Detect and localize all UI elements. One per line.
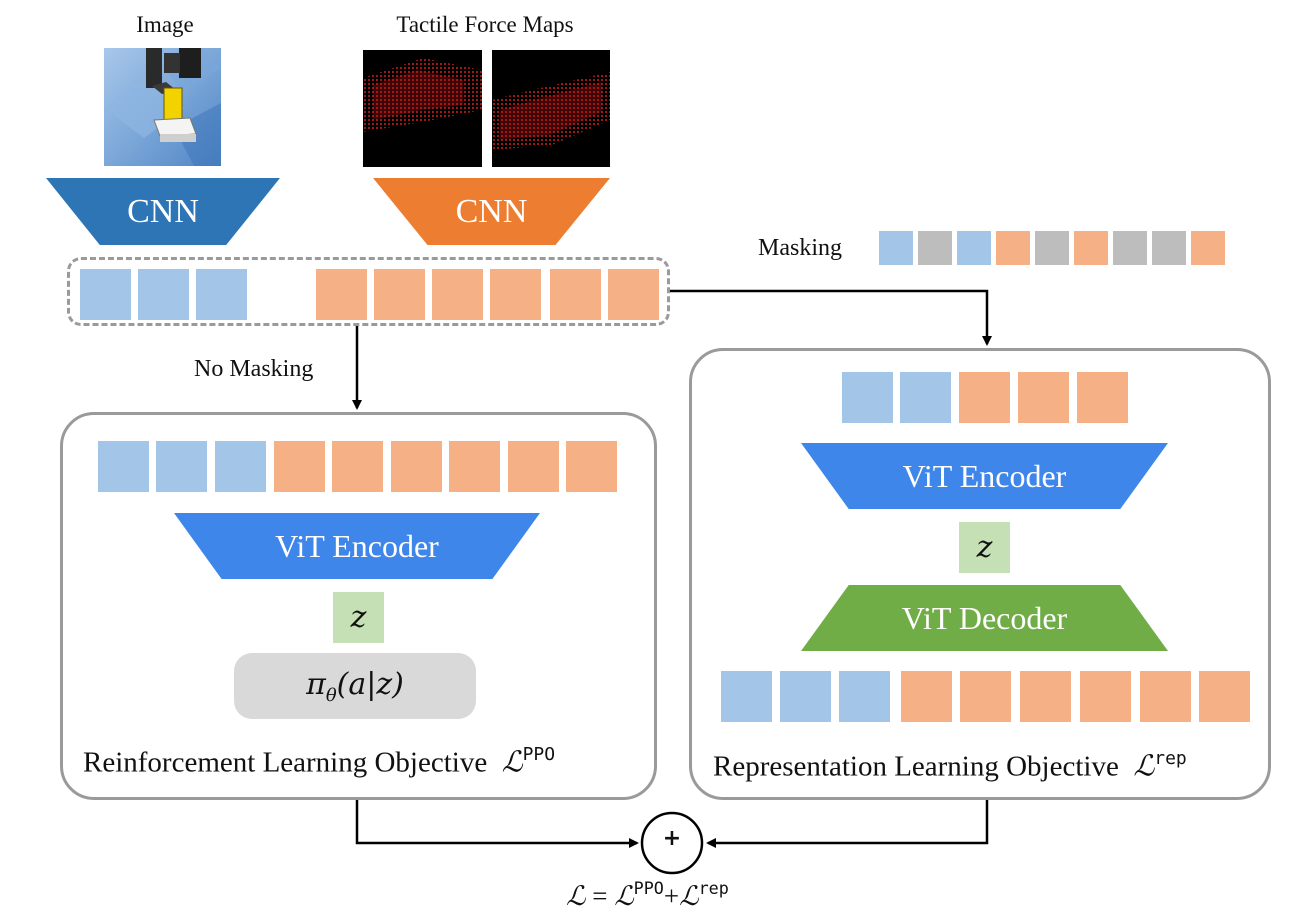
tactile-token xyxy=(1018,372,1069,423)
tactile-token xyxy=(959,372,1010,423)
tactile-token xyxy=(374,269,425,320)
mask-token-visible-image xyxy=(879,231,913,265)
tactile-token xyxy=(508,441,559,492)
tactile-token xyxy=(960,671,1011,722)
sum-node xyxy=(640,811,704,875)
rl-vit-encoder: ViT Encoder xyxy=(174,513,540,579)
tactile-token xyxy=(490,269,541,320)
tactile-map-left xyxy=(363,50,482,167)
policy-box: πθ(a|z) xyxy=(234,653,476,719)
tactile-token xyxy=(432,269,483,320)
robot-image xyxy=(104,48,221,166)
tactile-token xyxy=(1140,671,1191,722)
image-token xyxy=(842,372,893,423)
tactile-token xyxy=(1020,671,1071,722)
tactile-token xyxy=(608,269,659,320)
image-token xyxy=(900,372,951,423)
ppo-loss-symbol: ℒ xyxy=(501,744,523,779)
tactile-token xyxy=(449,441,500,492)
tactile-token xyxy=(332,441,383,492)
concatenated-tokens-group xyxy=(67,257,670,326)
image-title: Image xyxy=(136,12,194,37)
tactile-token xyxy=(901,671,952,722)
no-masking-label: No Masking xyxy=(194,356,314,382)
rl-vit-encoder-label: ViT Encoder xyxy=(275,527,439,564)
mask-token-visible-tactile xyxy=(996,231,1030,265)
image-token xyxy=(780,671,831,722)
rep-objective-label: Representation Learning Objective xyxy=(713,750,1119,783)
tactile-token xyxy=(1077,372,1128,423)
mask-token-masked xyxy=(1152,231,1186,265)
rl-latent-z: z xyxy=(333,592,384,643)
mask-token-visible-tactile xyxy=(1191,231,1225,265)
image-cnn-label: CNN xyxy=(127,192,199,230)
image-token xyxy=(98,441,149,492)
image-token xyxy=(138,269,189,320)
total-loss-equation: ℒ = ℒPPO+ℒrep xyxy=(566,878,729,912)
image-token xyxy=(80,269,131,320)
policy-label: πθ(a|z) xyxy=(306,666,404,706)
rep-loss-symbol: ℒ xyxy=(1133,748,1155,783)
image-token xyxy=(721,671,772,722)
image-token xyxy=(839,671,890,722)
rl-to-sum-arrow xyxy=(355,800,639,848)
rep-loss-sup: rep xyxy=(1154,748,1187,769)
image-token xyxy=(156,441,207,492)
tactile-token xyxy=(1080,671,1131,722)
tactile-token xyxy=(550,269,601,320)
mask-token-masked xyxy=(1113,231,1147,265)
mask-token-masked xyxy=(1035,231,1069,265)
mask-token-masked xyxy=(918,231,952,265)
rl-latent-label: z xyxy=(350,600,367,635)
rep-latent-label: z xyxy=(976,530,993,565)
tactile-title: Tactile Force Maps xyxy=(396,12,574,37)
ppo-loss-sup: PPO xyxy=(522,744,556,765)
mask-token-visible-tactile xyxy=(1074,231,1108,265)
rep-vit-decoder: ViT Decoder xyxy=(801,585,1168,651)
rep-objective-caption: Representation Learning Objective ℒrep xyxy=(713,748,1187,784)
sum-plus-sign: + xyxy=(662,826,682,851)
rep-to-sum-arrow xyxy=(706,800,989,848)
rep-vit-encoder-label: ViT Encoder xyxy=(902,457,1067,494)
masking-arrow xyxy=(670,289,992,346)
tactile-token xyxy=(274,441,325,492)
image-token xyxy=(196,269,247,320)
rl-objective-label: Reinforcement Learning Objective xyxy=(83,746,488,779)
masking-label: Masking xyxy=(758,235,842,261)
tactile-token xyxy=(1199,671,1250,722)
tactile-token xyxy=(316,269,367,320)
rep-objective-panel xyxy=(689,348,1271,800)
tactile-token xyxy=(391,441,442,492)
tactile-token xyxy=(566,441,617,492)
tactile-map-right xyxy=(492,50,610,167)
mask-token-visible-image xyxy=(957,231,991,265)
tactile-cnn-label: CNN xyxy=(455,192,528,230)
rep-vit-decoder-label: ViT Decoder xyxy=(901,599,1068,636)
rep-latent-z: z xyxy=(959,522,1010,573)
rep-vit-encoder: ViT Encoder xyxy=(801,443,1168,509)
rl-objective-caption: Reinforcement Learning Objective ℒPPO xyxy=(83,744,555,780)
image-token xyxy=(215,441,266,492)
